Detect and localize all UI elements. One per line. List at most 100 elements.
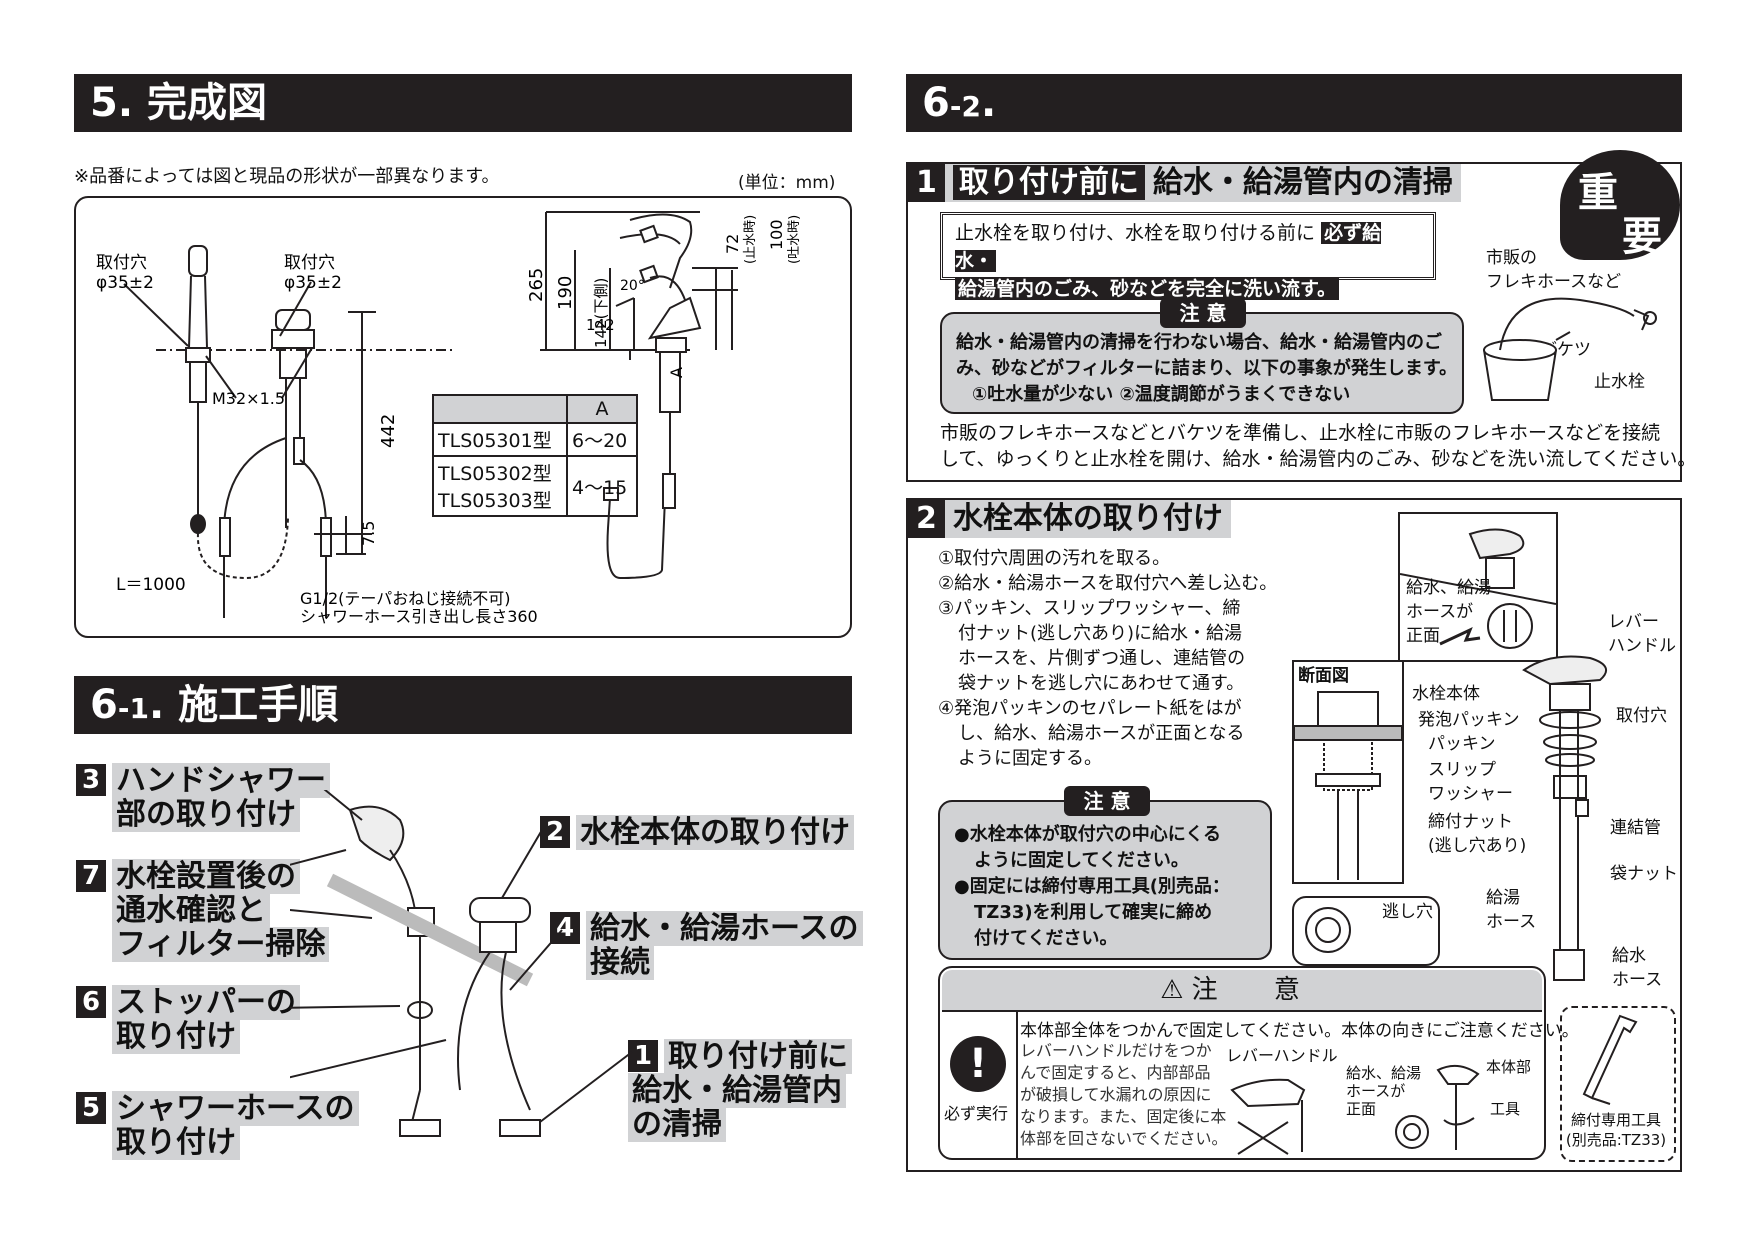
warning-body-line: レバーハンドルだけをつか xyxy=(1020,1041,1212,1060)
caution-line: 付けてください。 xyxy=(974,928,1118,949)
step-number: 3 xyxy=(76,764,106,796)
install-step-line: ④発泡パッキンのセパレート紙をはが xyxy=(938,698,1242,719)
wrench-tool-drawing xyxy=(1582,1014,1638,1105)
must-do-icon: ! xyxy=(950,1036,1006,1092)
vertical-divider xyxy=(1016,1010,1018,1158)
install-step-line: ③パッキン、スリップワッシャー、締 xyxy=(938,598,1241,619)
front-label: 給水、給湯 ホースが 正面 xyxy=(1406,576,1491,648)
cold-line: ホース xyxy=(1612,970,1663,990)
dim-7-5: 7.5 xyxy=(359,521,378,546)
step-line: 給水・給湯管内 xyxy=(628,1073,846,1108)
step-line: の清掃 xyxy=(628,1107,726,1142)
caution-line: TZ33)を利用して確実に締め xyxy=(974,902,1213,923)
title-part-a: 取り付け前に xyxy=(952,165,1145,200)
dim-100: 100 xyxy=(767,219,786,250)
step-line: 給水・給湯ホースの xyxy=(586,911,863,946)
escape-hole-drawing xyxy=(1305,907,1351,953)
body-install-box xyxy=(906,498,1682,1172)
body-line: 市販のフレキホースなどとバケツを準備し、止水栓に市販のフレキホースなどを接続 xyxy=(940,422,1661,444)
table-row: TLS05302型 TLS05303型 4〜15 xyxy=(432,455,638,517)
section-6-2-number: 6 xyxy=(922,80,950,126)
section-6-1-header: 6-1. 施工手順 xyxy=(74,676,852,734)
faucet-front-drawing: 取付穴 φ35±2 取付穴 φ35±2 M32×1.5 442 7.5 L＝10… xyxy=(96,245,538,626)
section-5-number: 5. xyxy=(90,80,134,126)
warning-illustration xyxy=(1230,1064,1480,1155)
important-char-1: 重 xyxy=(1578,170,1618,216)
caution-line: ●固定には締付専用工具(別売品： xyxy=(954,876,1230,897)
flex-hose-line: フレキホースなど xyxy=(1486,272,1622,292)
warning-body-part-label: 本体部 xyxy=(1486,1058,1532,1076)
cleaning-box xyxy=(906,162,1682,482)
shape-note: ※品番によっては図と現品の形状が一部異なります。 xyxy=(74,166,500,187)
caution-text-1: 給水・給湯管内の清掃を行わない場合、給水・給湯管内のご み、砂などがフィルターに… xyxy=(956,330,1457,408)
table-header-a: A xyxy=(566,394,638,424)
label-bag-nut: 袋ナット xyxy=(1610,864,1678,884)
front-label-line: 給水、給湯 xyxy=(1406,578,1491,598)
label-mount-hole: 取付穴 xyxy=(1616,706,1667,726)
lever-label-line: レバー xyxy=(1608,612,1659,632)
tool-label: 締付専用工具 (別売品:TZ33) xyxy=(1564,1110,1668,1150)
slip-line: ワッシャー xyxy=(1428,784,1513,804)
step-line: 水栓設置後の xyxy=(112,859,300,894)
section-6-1-title: . 施工手順 xyxy=(148,682,339,728)
table-cell-model: TLS05301型 xyxy=(432,422,568,457)
hot-line: 給湯 xyxy=(1486,888,1520,908)
caution-line: み、砂などがフィルターに詰まり、以下の事象が発生します。 xyxy=(956,358,1458,379)
table-row: TLS05301型 6〜20 xyxy=(432,422,638,457)
label-foam-packing: 発泡パッキン xyxy=(1418,710,1520,730)
warning-body-line: なります。また、固定後に本 xyxy=(1020,1107,1227,1126)
warning-front-label: 給水、給湯 ホースが 正面 xyxy=(1346,1064,1421,1118)
caution-box-1 xyxy=(940,312,1464,414)
lever-label: レバー ハンドル xyxy=(1608,610,1676,658)
dim-72: 72 xyxy=(723,234,742,254)
flex-hose-label: 市販の フレキホースなど xyxy=(1486,246,1621,294)
hole-label-right: 取付穴 xyxy=(284,253,335,273)
step-number: 1 xyxy=(628,1040,658,1072)
section-6-2-sub: -2 xyxy=(949,90,981,123)
installation-overview-drawing xyxy=(290,790,633,1137)
dim-20-deg: 20° xyxy=(620,278,645,294)
caution-line: ように固定してください。 xyxy=(974,850,1189,871)
lever-label-line: ハンドル xyxy=(1608,636,1676,656)
dim-a: A xyxy=(667,367,686,378)
install-steps: ①取付穴周囲の汚れを取る。 ②給水・給湯ホースを取付穴へ差し込む。 ③パッキン、… xyxy=(938,546,1277,771)
step-line: 部の取り付け xyxy=(112,797,300,832)
cold-line: 給水 xyxy=(1612,946,1646,966)
escape-hole-label: 逃し穴 xyxy=(1382,902,1433,922)
section-6-1-number: 6 xyxy=(90,682,118,728)
mandatory-warning-box xyxy=(938,966,1546,1160)
label-packing: パッキン xyxy=(1428,734,1496,754)
front-view-drawing xyxy=(1400,528,1556,649)
front-label-line: 正面 xyxy=(1406,626,1440,646)
table-cell-a: 4〜15 xyxy=(566,455,638,517)
must-do-label: 必ず実行 xyxy=(944,1104,1009,1123)
nut-line: (逃し穴あり) xyxy=(1428,836,1527,856)
important-badge: 重 要 xyxy=(1560,150,1680,260)
caution-text-2: ●水栓本体が取付穴の中心にくる ように固定してください。 ●固定には締付専用工具… xyxy=(954,822,1230,952)
step-line: 取り付け前に xyxy=(664,1039,852,1074)
caution-line: 給水・給湯管内の清掃を行わない場合、給水・給湯管内のご xyxy=(956,332,1442,353)
label-tighten-nut: 締付ナット (逃し穴あり) xyxy=(1428,810,1526,858)
dim-72-note: (止水時) xyxy=(743,215,758,264)
front-view-inset xyxy=(1398,512,1558,662)
step-line: 取り付け xyxy=(112,1019,240,1054)
step-line: ストッパーの xyxy=(112,985,300,1020)
step-line: 取り付け xyxy=(112,1125,240,1160)
step-number: 5 xyxy=(76,1092,106,1124)
warning-box: 止水栓を取り付け、水栓を取り付ける前に 必ず給水・ 給湯管内のごみ、砂などを完全… xyxy=(940,212,1436,300)
box-title: 水栓本体の取り付け xyxy=(952,501,1223,536)
warning-triangle-icon: ⚠ xyxy=(1160,975,1184,1005)
model-dimension-table: A TLS05301型 6〜20 TLS05302型 TLS05303型 4〜1… xyxy=(432,394,638,517)
shower-pull-length: シャワーホース引き出し長さ360 xyxy=(300,607,538,626)
install-step-line: ホースを、片側ずつ通し、連結管の xyxy=(958,648,1246,669)
slip-line: スリップ xyxy=(1428,760,1496,780)
section-5-title: 完成図 xyxy=(146,80,267,126)
